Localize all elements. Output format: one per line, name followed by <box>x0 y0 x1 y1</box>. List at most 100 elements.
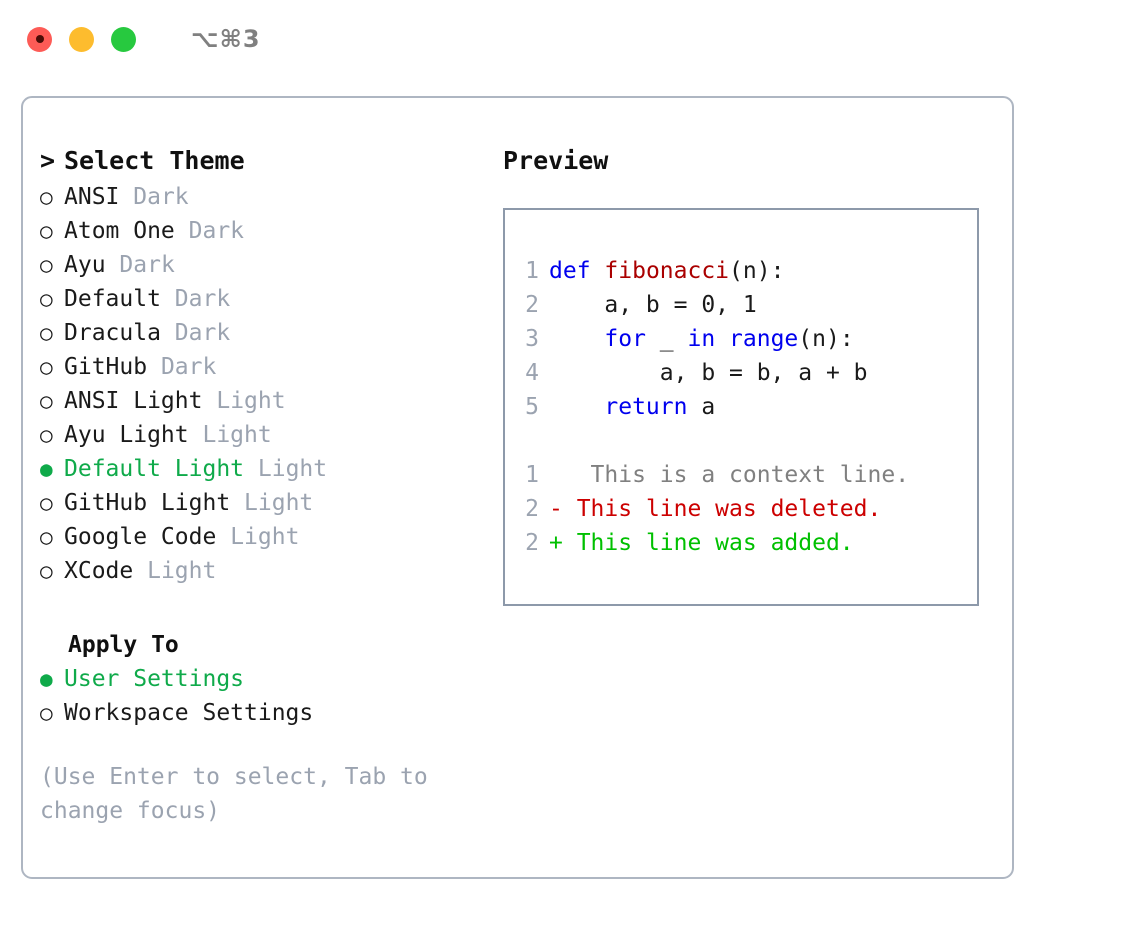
theme-option-mode-badge: Dark <box>119 252 175 278</box>
diff-text: This line was deleted. <box>562 496 882 522</box>
theme-option-atom-one[interactable]: ○ Atom One Dark <box>40 214 500 248</box>
radio-selected-icon: ● <box>40 667 53 691</box>
code-token-plain: a, b = b, a + b <box>549 360 868 386</box>
code-token-plain: (n): <box>798 326 854 352</box>
code-token-plain: a <box>687 394 716 420</box>
radio-unselected-icon: ○ <box>40 219 53 243</box>
close-button[interactable] <box>27 26 52 52</box>
diff-line-number: 1 <box>525 462 539 488</box>
diff-text: This is a context line. <box>562 462 910 488</box>
theme-option-ayu-light[interactable]: ○ Ayu Light Light <box>40 418 500 452</box>
theme-option-name: GitHub <box>64 354 148 380</box>
code-token-plain: _ <box>645 326 688 352</box>
code-line: 3 for _ in range(n): <box>517 322 969 356</box>
maximize-button[interactable] <box>111 26 136 52</box>
theme-option-default[interactable]: ○ Default Dark <box>40 282 500 316</box>
theme-option-mode-badge: Dark <box>174 320 231 346</box>
apply-to-header: Apply To <box>68 632 179 658</box>
radio-unselected-icon: ○ <box>40 559 53 583</box>
radio-unselected-icon: ○ <box>40 287 53 311</box>
radio-unselected-icon: ○ <box>40 389 53 413</box>
code-token-fn: fibonacci <box>604 258 730 284</box>
radio-unselected-icon: ○ <box>40 525 53 549</box>
radio-unselected-icon: ○ <box>40 491 53 515</box>
radio-unselected-icon: ○ <box>40 253 53 277</box>
theme-option-mode-badge: Light <box>216 388 286 414</box>
theme-option-mode-badge: Dark <box>160 354 217 380</box>
code-token-kw: for <box>604 326 646 352</box>
theme-option-name: ANSI Light <box>64 388 203 414</box>
theme-option-name: ANSI <box>64 184 120 210</box>
radio-unselected-icon: ○ <box>40 423 53 447</box>
code-token-plain <box>549 394 604 420</box>
apply-to-option-list[interactable]: ● User Settings ○Workspace Settings <box>40 662 500 730</box>
theme-option-name: Google Code <box>64 524 217 550</box>
radio-unselected-icon: ○ <box>40 321 53 345</box>
theme-option-mode-badge: Light <box>244 490 314 516</box>
theme-option-name: GitHub Light <box>64 490 231 516</box>
theme-option-dracula[interactable]: ○ Dracula Dark <box>40 316 500 350</box>
theme-option-mode-badge: Light <box>147 558 217 584</box>
apply-to-option-user-settings[interactable]: ● User Settings <box>40 662 500 696</box>
minimize-button[interactable] <box>69 26 94 52</box>
theme-option-mode-badge: Light <box>257 456 328 482</box>
code-line-number: 2 <box>525 292 539 318</box>
theme-option-default-light[interactable]: ● Default Light Light <box>40 452 500 486</box>
diff-sign <box>549 462 563 488</box>
code-token-plain <box>715 326 729 352</box>
theme-option-name: Ayu Light <box>64 422 189 448</box>
code-line-number: 4 <box>525 360 539 386</box>
theme-selector-panel: >Select Theme ○ANSI Dark○Atom One Dark○A… <box>21 96 1014 879</box>
apply-to-option-name: User Settings <box>64 666 245 692</box>
code-line: 4 a, b = b, a + b <box>517 356 969 390</box>
theme-option-github[interactable]: ○ GitHub Dark <box>40 350 500 384</box>
code-token-plain <box>591 258 605 284</box>
theme-option-xcode[interactable]: ○ XCode Light <box>40 554 500 588</box>
code-token-plain <box>549 326 604 352</box>
apply-to-section: Apply To ● User Settings ○Workspace Settin… <box>40 628 500 730</box>
theme-option-mode-badge: Light <box>230 524 300 550</box>
theme-option-name: XCode <box>64 558 134 584</box>
theme-option-name: Atom One <box>64 218 175 244</box>
diff-line: 2+ This line was added. <box>517 526 969 560</box>
diff-line: 1 This is a context line. <box>517 458 969 492</box>
theme-option-name: Default <box>64 286 161 312</box>
select-theme-title: Select Theme <box>64 146 245 175</box>
diff-text: This line was added. <box>562 530 854 556</box>
diff-sample: 1 This is a context line.2- This line wa… <box>517 458 969 560</box>
code-line-number: 5 <box>525 394 539 420</box>
keyboard-shortcut-label: ⌥⌘3 <box>191 25 261 53</box>
diff-line: 2- This line was deleted. <box>517 492 969 526</box>
theme-option-mode-badge: Dark <box>174 286 231 312</box>
code-token-plain: a, b = 0, 1 <box>549 292 757 318</box>
theme-option-name: Default Light <box>64 456 245 482</box>
theme-option-github-light[interactable]: ○ GitHub Light Light <box>40 486 500 520</box>
theme-option-mode-badge: Dark <box>133 184 189 210</box>
theme-option-list[interactable]: ○ANSI Dark○Atom One Dark○Ayu Dark○Defaul… <box>40 180 500 588</box>
radio-selected-icon: ● <box>40 457 53 481</box>
code-token-kw: range <box>729 326 799 352</box>
code-token-kw: return <box>604 394 688 420</box>
theme-option-ayu[interactable]: ○Ayu Dark <box>40 248 500 282</box>
code-line-number: 3 <box>525 326 539 352</box>
code-line: 2 a, b = 0, 1 <box>517 288 969 322</box>
window-controls <box>27 26 136 52</box>
theme-option-mode-badge: Dark <box>188 218 245 244</box>
diff-sign: - <box>549 496 563 522</box>
code-token-kw: def <box>549 258 591 284</box>
theme-option-ansi[interactable]: ○ANSI Dark <box>40 180 500 214</box>
radio-unselected-icon: ○ <box>40 355 53 379</box>
prompt-caret-icon: > <box>40 146 56 175</box>
theme-option-google-code[interactable]: ○ Google Code Light <box>40 520 500 554</box>
keyboard-hint-text: (Use Enter to select, Tab to change focu… <box>40 764 428 824</box>
apply-to-option-workspace-settings[interactable]: ○Workspace Settings <box>40 696 500 730</box>
theme-option-name: Dracula <box>64 320 161 346</box>
diff-line-number: 2 <box>525 530 539 556</box>
theme-option-ansi-light[interactable]: ○ ANSI Light Light <box>40 384 500 418</box>
theme-option-mode-badge: Light <box>202 422 272 448</box>
window-titlebar: ⌥⌘3 <box>0 0 1140 78</box>
